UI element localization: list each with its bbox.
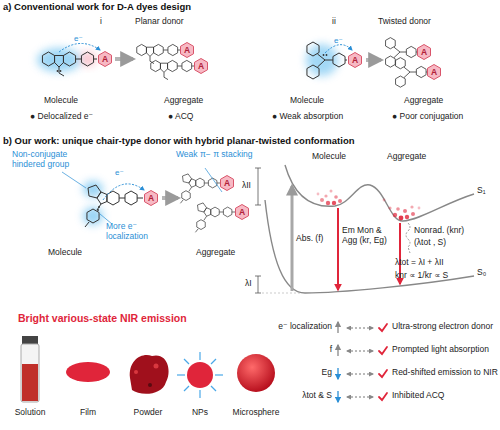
acceptor-label: A <box>416 44 432 60</box>
figure-label: Twisted donor <box>378 17 431 27</box>
figure-label: NPs <box>178 408 222 418</box>
acceptor-label: A <box>179 42 195 58</box>
acceptor-hexagon: A <box>219 175 235 191</box>
figure-label: Molecule <box>48 248 82 258</box>
figure-label: Solution <box>8 408 52 418</box>
figure-label: e⁻ <box>115 168 124 177</box>
figure-label: Film <box>66 408 110 418</box>
figure-label: ● Delocalized e⁻ <box>30 112 93 122</box>
figure-label: ● Poor conjugation <box>392 112 463 122</box>
figure-label: ● Weak absorption <box>272 112 343 122</box>
figure-label: Ultra-strong electron donor <box>392 322 493 332</box>
figure-label: Bright various-state NIR emission <box>18 312 187 324</box>
chair-aggregate <box>180 168 236 232</box>
figure-label: (λtot , S) <box>414 238 446 248</box>
acceptor-hexagon: A <box>193 58 209 74</box>
acceptor-label: A <box>193 58 209 74</box>
acceptor-hexagon: A <box>426 64 442 80</box>
acceptor-label: A <box>347 52 363 68</box>
acceptor-hexagon: A <box>143 190 159 206</box>
figure-label: Aggregate <box>164 96 203 106</box>
figure-label: λII <box>242 181 251 191</box>
acceptor-label: A <box>143 190 159 206</box>
figure-label: i <box>100 17 102 27</box>
figure-label: Non-conjugate hindered group <box>12 150 74 170</box>
acceptor-label: A <box>219 175 235 191</box>
figure-label: Microsphere <box>226 408 286 418</box>
figure-label: Powder <box>126 408 170 418</box>
twisted-donor-molecule <box>306 42 352 79</box>
figure-label: a) Conventional work for D-A dyes design <box>3 2 191 13</box>
figure-label: ● ACQ <box>168 112 193 122</box>
acceptor-hexagon: A <box>97 51 113 67</box>
figure-label: λI <box>245 279 252 289</box>
chair-donor-molecule <box>62 172 144 227</box>
figure-label: e⁻ <box>74 34 83 43</box>
figure-label: Eg <box>250 368 332 378</box>
figure-label: Molecule <box>44 96 78 106</box>
energy-diagram <box>255 165 474 293</box>
figure-label: Abs. (f) <box>296 234 323 244</box>
figure-label: f <box>250 345 332 355</box>
figure-label: Weak π− π stacking <box>176 150 256 160</box>
figure-label: Molecule <box>290 96 324 106</box>
figure-label: e⁻ <box>334 36 343 45</box>
figure-label: Aggregate <box>196 248 235 258</box>
figure-label: λtot & S <box>250 391 332 401</box>
figure-label: S₁ <box>477 186 486 196</box>
figure-label: ii <box>332 17 336 27</box>
figure-label: Nonrad. (knr) <box>414 226 464 236</box>
figure-label: Red-shifted emission to NIR <box>392 368 498 378</box>
process-arrow <box>115 57 133 61</box>
planar-donor-molecule <box>37 43 100 76</box>
acceptor-label: A <box>97 51 113 67</box>
acceptor-hexagon: A <box>179 42 195 58</box>
figure-label: Inhibited ACQ <box>392 391 444 401</box>
process-arrow <box>162 196 178 200</box>
figure-label: Em Mon & Agg (kr, Eg) <box>342 226 398 246</box>
figure-label: λtot = λI + λII <box>395 258 444 268</box>
figure-label: Aggregate <box>404 96 443 106</box>
process-arrow <box>366 58 381 62</box>
acceptor-label: A <box>234 204 250 220</box>
figure-label: knr ∝ 1/kr ∝ S <box>395 271 448 281</box>
figure-label: More e⁻ localization <box>106 222 168 242</box>
figure-label: Aggregate <box>387 152 426 162</box>
relation-list <box>338 322 387 402</box>
figure-label: Planar donor <box>135 17 184 27</box>
figure-label: Prompted light absorption <box>392 345 489 355</box>
emission-state-icons <box>21 336 275 402</box>
figure-label: b) Our work: unique chair-type donor wit… <box>3 136 355 147</box>
acceptor-hexagon: A <box>347 52 363 68</box>
acceptor-label: A <box>426 64 442 80</box>
figure-label: Molecule <box>312 152 346 162</box>
figure-label: e⁻ localization <box>250 322 332 332</box>
acceptor-hexagon: A <box>234 204 250 220</box>
twisted-aggregate <box>386 38 428 88</box>
acceptor-hexagon: A <box>416 44 432 60</box>
figure-label: S₀ <box>477 268 486 278</box>
